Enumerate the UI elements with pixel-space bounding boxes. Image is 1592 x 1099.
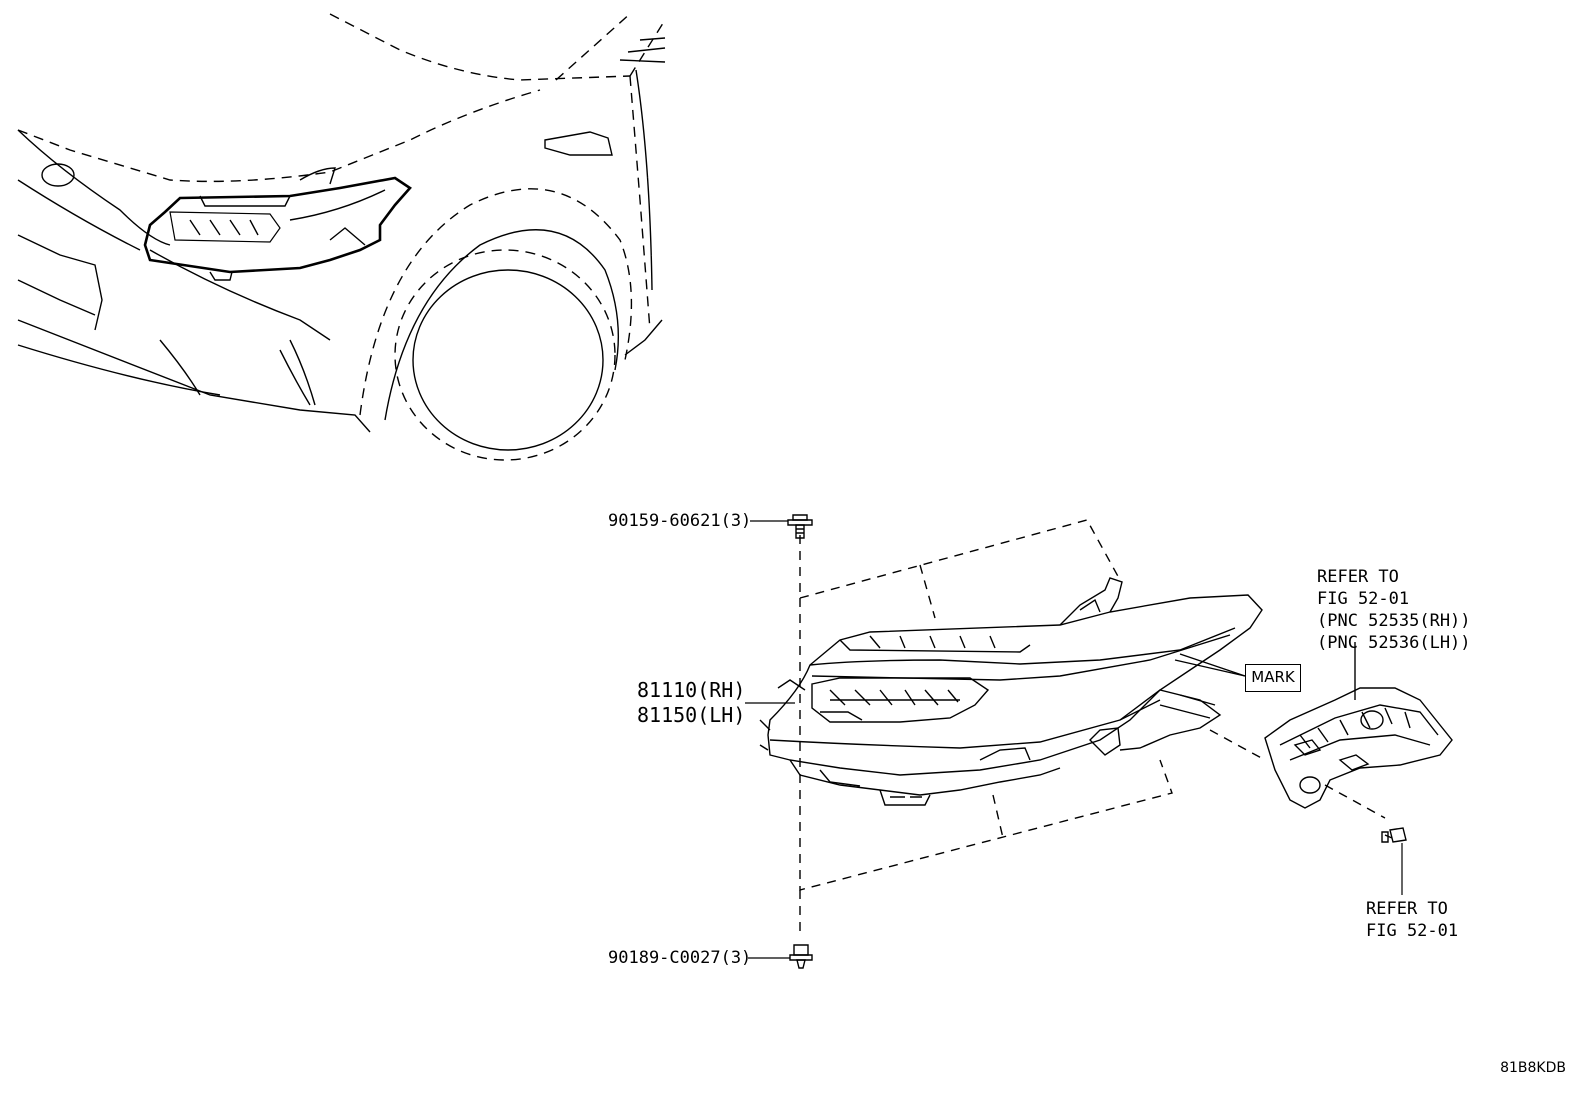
bracket-reference-line-4: (PNC 52536(LH)) (1317, 633, 1471, 653)
part-number-headlamp-lh: 81150(LH) (637, 703, 746, 727)
screw-reference-line-2: FIG 52-01 (1366, 921, 1459, 941)
part-number-clip: 90189-C0027(3) (608, 948, 752, 968)
part-number-bolt: 90159-60621(3) (608, 511, 752, 531)
diagram-code: 81B8KDB (1500, 1060, 1566, 1076)
mark-label: MARK (1245, 664, 1301, 692)
screw-reference-line-1: REFER TO (1366, 899, 1448, 919)
bracket-reference-line-2: FIG 52-01 (1317, 589, 1410, 609)
bracket-reference-line-3: (PNC 52535(RH)) (1317, 611, 1471, 631)
headlamp-assembly-drawing (760, 520, 1385, 935)
vehicle-overview (18, 12, 665, 460)
fastener-drawings (745, 515, 1406, 968)
part-number-headlamp-rh: 81110(RH) (637, 678, 746, 702)
bracket-reference-line-1: REFER TO (1317, 567, 1399, 587)
bracket-drawing (1265, 642, 1452, 808)
